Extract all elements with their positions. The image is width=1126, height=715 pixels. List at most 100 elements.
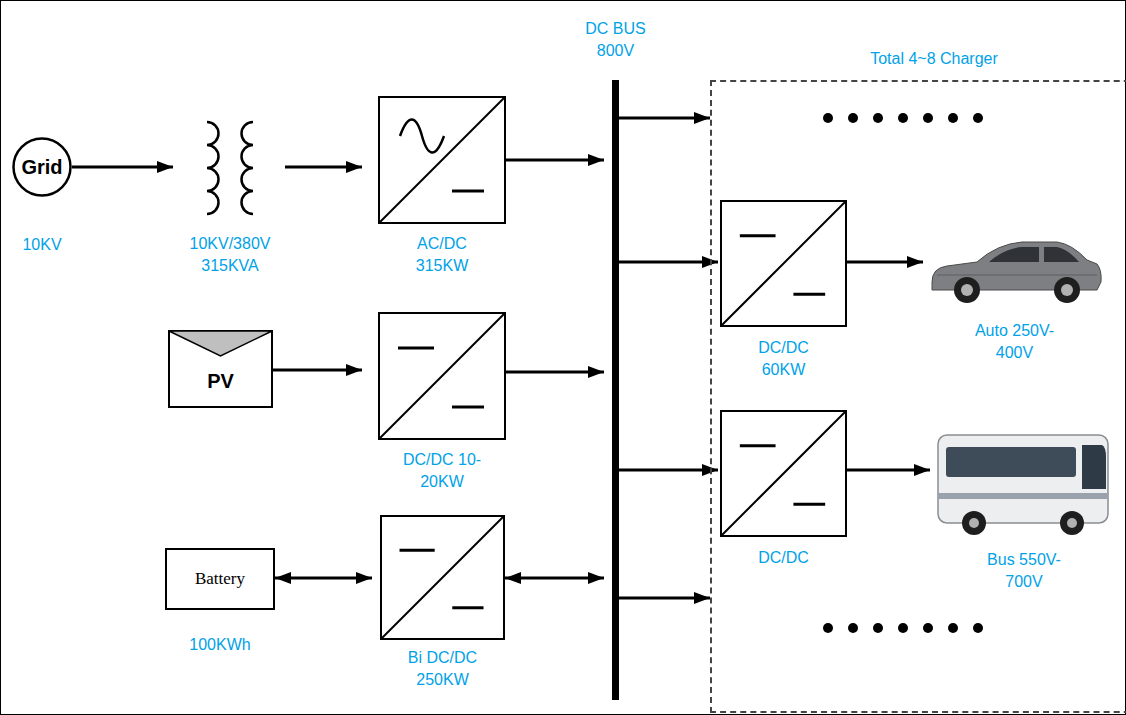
dc-symbol [398, 347, 434, 350]
power-arrow [275, 577, 372, 580]
dc-symbol [452, 406, 484, 409]
bus-windshield [1082, 445, 1106, 489]
box-outline [721, 201, 846, 326]
power-arrow [285, 166, 362, 169]
converter-box: DC/DC 60KW [720, 200, 847, 327]
box-outline [169, 331, 272, 407]
car-picture: Auto 250V-400V [927, 230, 1102, 307]
node-label: Grid [21, 156, 62, 178]
power-arrow [619, 469, 718, 472]
node-label: DC/DC 10-20KW [400, 449, 485, 493]
converter-box-shape [378, 96, 506, 224]
dot [848, 623, 858, 633]
dc-symbol [740, 234, 776, 237]
dc-symbol [740, 444, 776, 447]
dot [823, 113, 833, 123]
transformer-symbol-shape [185, 120, 275, 215]
converter-box: AC/DC 315KW [378, 96, 506, 224]
converter-box: DC/DC [720, 410, 847, 537]
more-chargers-dots [823, 113, 983, 633]
power-arrow [72, 166, 173, 169]
dot [973, 113, 983, 123]
dot [923, 113, 933, 123]
box-outline [379, 313, 505, 439]
car-hub [1061, 284, 1073, 296]
box-outline [381, 516, 504, 639]
power-arrow [847, 261, 923, 264]
dot [973, 623, 983, 633]
dot [948, 113, 958, 123]
node-label: 10KV/380V 315KVA [183, 233, 278, 277]
dot [823, 623, 833, 633]
box-outline [379, 97, 505, 223]
dot [898, 623, 908, 633]
node-label: Bus 550V-700V [977, 549, 1072, 593]
power-arrow [506, 371, 604, 374]
car-hub [961, 284, 973, 296]
power-arrow [619, 261, 718, 264]
car-picture-shape [927, 230, 1102, 307]
box-outline [166, 549, 274, 609]
power-arrow [847, 469, 930, 472]
node-label: DC BUS 800V [578, 18, 653, 62]
pv-panel: PV [168, 330, 273, 408]
dot [898, 113, 908, 123]
converter-box-shape [720, 410, 847, 537]
bus-picture-shape [934, 427, 1114, 539]
car-wheel [954, 277, 980, 303]
node-label: Bi DC/DC 250KW [395, 647, 490, 691]
power-arrow [505, 577, 604, 580]
bus-wheel [1060, 511, 1084, 535]
dc-symbol [452, 606, 483, 609]
secondary-coil [242, 122, 254, 214]
power-arrow [273, 369, 362, 372]
dot [948, 623, 958, 633]
dc-symbol [793, 503, 825, 506]
bus-bar [612, 80, 619, 700]
dot [848, 113, 858, 123]
power-arrow [506, 159, 604, 162]
car-wheel [1054, 277, 1080, 303]
box-outline [721, 411, 846, 536]
node-label: Auto 250V-400V [967, 320, 1062, 364]
dc-bus-bar-shape [612, 80, 619, 700]
dc-symbol [452, 190, 484, 193]
bus-wheel [962, 511, 986, 535]
dc-bus-bar: DC BUS 800V [612, 80, 619, 700]
pv-panel-shape [168, 330, 273, 408]
diagonal-line [379, 313, 505, 439]
power-arrow [619, 117, 710, 120]
converter-box-shape [720, 200, 847, 327]
converter-box: DC/DC 10-20KW [378, 312, 506, 440]
bus-hub [969, 518, 979, 528]
diagonal-line [381, 516, 504, 639]
node-label: DC/DC 60KW [746, 337, 821, 381]
car-trim [937, 275, 1097, 276]
dot [873, 113, 883, 123]
diagonal-line [379, 97, 505, 223]
bus-windows [946, 447, 1076, 477]
node-label: 100KWh [175, 634, 265, 656]
dot [873, 623, 883, 633]
circle-outline [14, 139, 71, 196]
node-label: DC/DC [746, 547, 821, 569]
transformer-symbol: 10KV/380V 315KVA [185, 120, 275, 215]
primary-coil [207, 122, 219, 214]
diagonal-line [721, 201, 846, 326]
car-window [989, 247, 1039, 262]
grid-source: Grid10KV [12, 137, 72, 197]
converter-box-shape [380, 515, 505, 640]
dc-symbol [400, 549, 435, 552]
node-label: Total 4~8 Charger [870, 48, 998, 70]
node-label: AC/DC 315KW [405, 233, 480, 277]
converter-box: Bi DC/DC 250KW [380, 515, 505, 640]
bus-body [938, 435, 1108, 523]
dot [923, 623, 933, 633]
car-window [1044, 247, 1079, 262]
bus-stripe [938, 493, 1108, 499]
node-label: Battery [195, 568, 245, 590]
charger-group: Total 4~8 ChargerDC/DC 60KWAuto 250V-400… [710, 80, 1126, 713]
